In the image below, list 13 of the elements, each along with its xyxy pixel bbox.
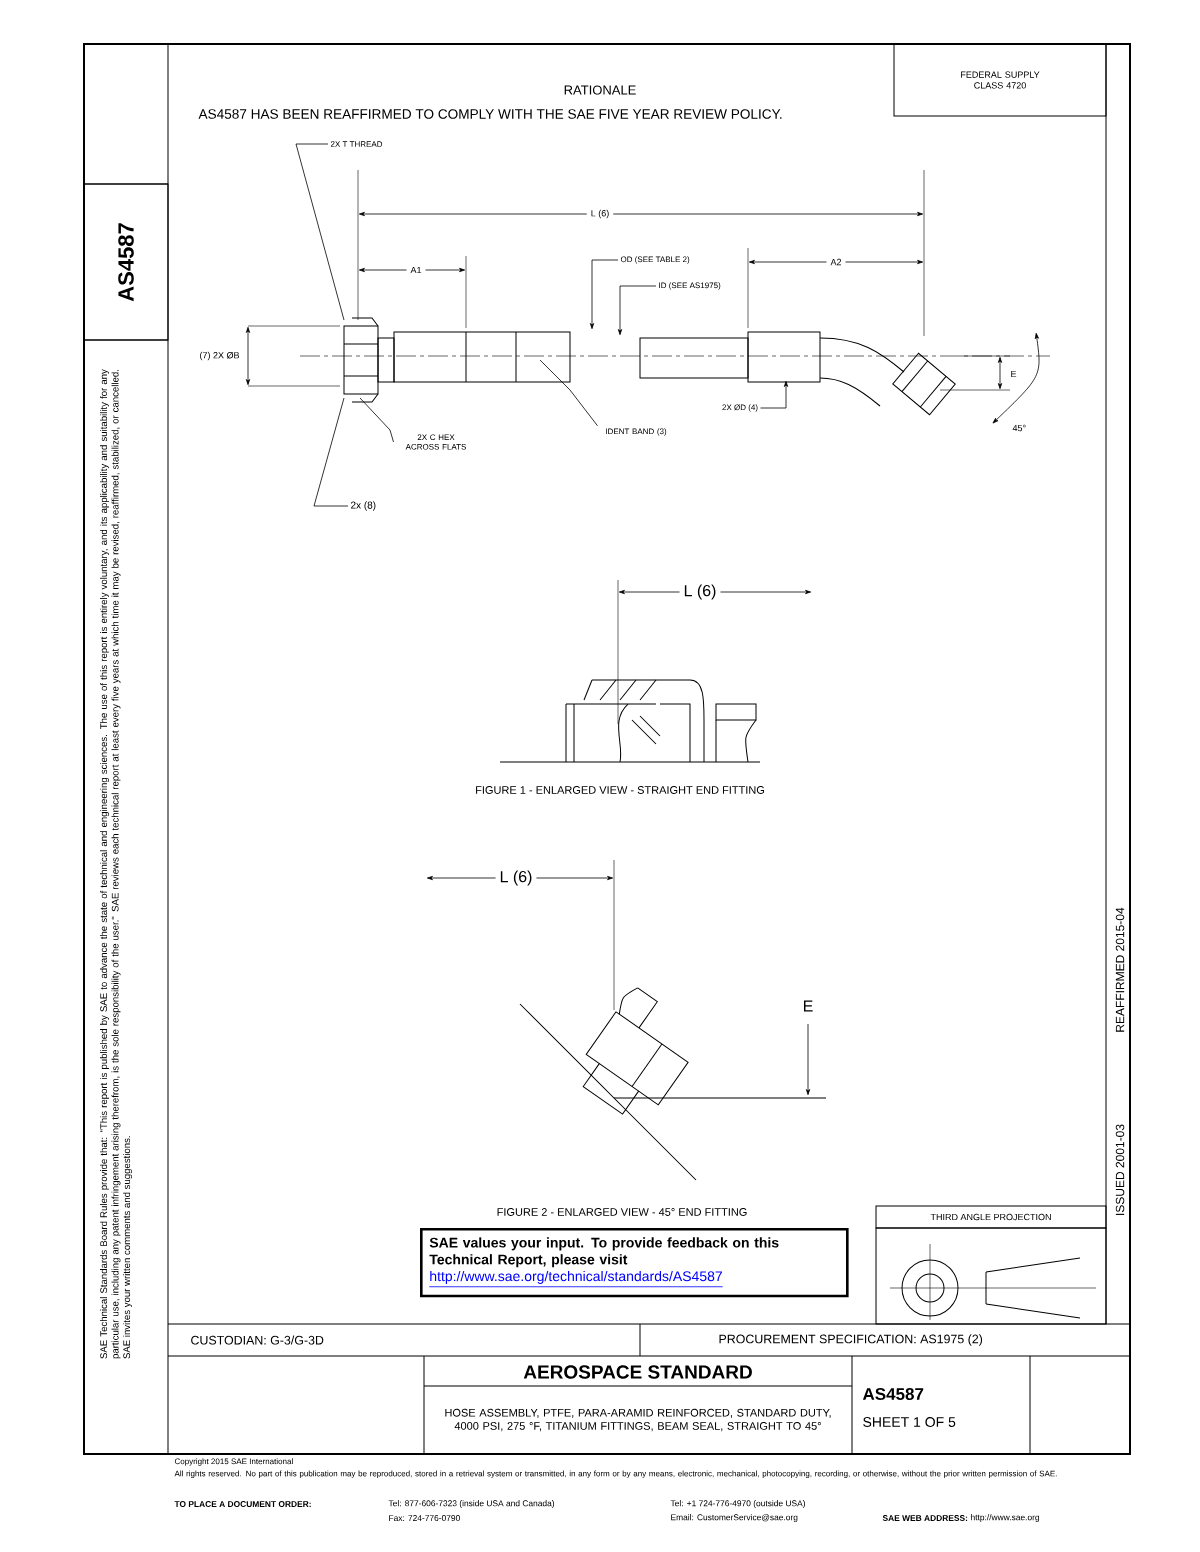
leader-line <box>359 397 394 443</box>
leader-line <box>539 359 598 427</box>
leader-line <box>617 285 657 336</box>
dimension-label: L (6) <box>495 866 537 890</box>
leader-line <box>313 397 349 507</box>
leader-line <box>295 143 345 321</box>
leader-line <box>760 380 789 409</box>
document-number: AS4587 <box>862 1388 924 1400</box>
dimension-label: E <box>804 1000 813 1012</box>
dimension-label: L (6) <box>679 580 721 604</box>
leader-line <box>589 259 619 330</box>
document-number-box: AS4587 <box>83 183 169 341</box>
document-type-title: AEROSPACE STANDARD <box>523 1365 752 1379</box>
